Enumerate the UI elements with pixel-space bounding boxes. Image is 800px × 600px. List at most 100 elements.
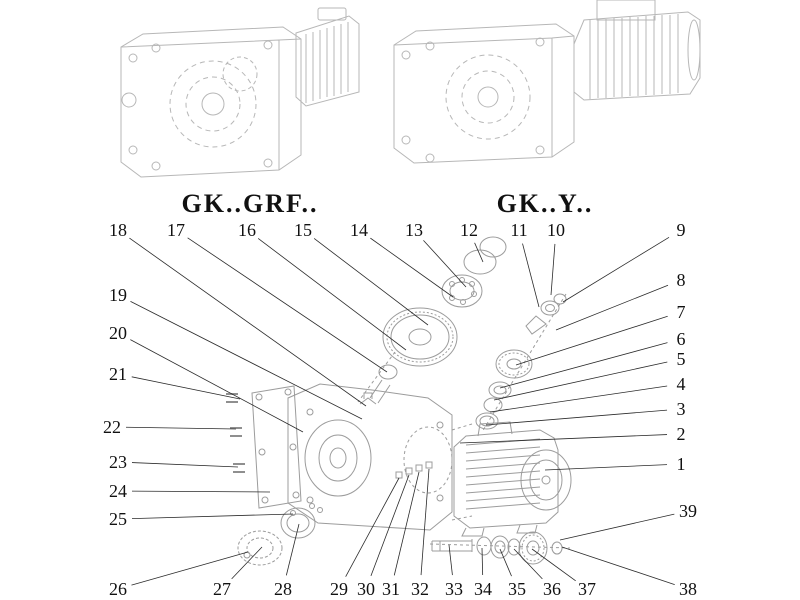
callout-7: 7 [677,302,686,322]
callout-17: 17 [167,220,185,240]
gear-housing [287,383,453,531]
callout-16: 16 [238,220,256,240]
leader-line-29 [345,477,400,577]
leader-line-28 [285,523,300,576]
exploded-view [226,236,572,566]
callout-1: 1 [677,454,686,474]
leader-line-31 [393,471,420,576]
motor-flange-fasteners [395,461,433,479]
leader-line-11 [522,243,540,308]
bearing-and-rings [441,236,507,308]
leader-line-35 [499,548,512,577]
leader-line-1 [544,464,668,471]
callout-13: 13 [405,220,423,240]
leader-line-24 [131,490,271,493]
callout-33: 33 [445,579,463,599]
leader-line-16 [257,238,407,351]
heading-gkgrf: GK..GRF.. [182,189,319,218]
callout-26: 26 [109,579,127,599]
callout-14: 14 [350,220,368,240]
callout-12: 12 [460,220,478,240]
leader-line-15 [313,238,429,326]
leader-line-18 [129,237,367,407]
vent-plug [359,392,377,405]
pinion-chain [475,293,567,430]
leader-line-34 [481,547,484,576]
leader-line-14 [370,237,454,298]
leader-line-38 [561,546,675,585]
callout-2: 2 [677,424,686,444]
callout-35: 35 [508,579,526,599]
leader-line-39 [559,513,675,541]
leader-line-19 [130,300,363,420]
callout-19: 19 [109,285,127,305]
leader-line-25 [131,513,294,519]
callout-29: 29 [330,579,348,599]
cover-rings [237,503,323,566]
motor-terminal-box [477,421,513,437]
callout-23: 23 [109,452,127,472]
leader-line-12 [474,242,484,263]
callout-9: 9 [677,220,686,240]
leader-line-3 [485,409,668,426]
leader-line-8 [555,284,669,331]
flange-bolts [226,393,245,473]
callout-20: 20 [109,323,127,343]
leader-line-26 [131,551,249,586]
callout-5: 5 [677,349,686,369]
callout-4: 4 [677,374,686,394]
terminal-box [596,0,656,21]
leader-line-32 [420,468,430,576]
gear-shaft-assembly [369,307,458,404]
leader-line-10 [550,243,556,296]
leader-line-23 [131,462,239,468]
motor-drawing [573,0,701,101]
callout-30: 30 [357,579,375,599]
callout-15: 15 [294,220,312,240]
callout-38: 38 [679,579,697,599]
input-adapter-fins [295,15,360,107]
leader-line-7 [515,315,668,366]
motor-part [453,421,572,537]
callout-8: 8 [677,270,686,290]
callout-37: 37 [578,579,596,599]
callout-39: 39 [679,501,697,521]
callout-28: 28 [274,579,292,599]
callout-36: 36 [543,579,561,599]
leader-line-4 [489,385,668,413]
leader-line-33 [448,544,453,576]
leader-line-30 [370,474,410,577]
callout-18: 18 [109,220,127,240]
callout-22: 22 [103,417,121,437]
callout-34: 34 [474,579,492,599]
leader-line-2 [459,434,668,444]
leader-line-36 [513,548,543,580]
leader-line-20 [130,339,304,433]
callout-21: 21 [109,364,127,384]
leader-line-6 [499,342,668,389]
leader-line-21 [131,376,241,400]
callout-6: 6 [677,329,686,349]
callout-layer: 1234567891011121314151617181920212223242… [103,220,697,599]
leader-line-5 [493,361,668,401]
leader-line-22 [125,426,237,430]
callout-25: 25 [109,509,127,529]
product-drawing-gky [393,0,701,164]
callout-31: 31 [382,579,400,599]
product-drawing-gkgrf [120,7,360,178]
leader-line-37 [531,548,576,582]
output-shaft-assembly [431,531,563,565]
leader-line-17 [187,237,388,373]
callout-11: 11 [510,220,527,240]
callout-27: 27 [213,579,231,599]
leader-line-27 [231,546,263,580]
flange-plate [251,385,302,509]
leader-line-9 [562,236,670,303]
callout-3: 3 [677,399,686,419]
callout-32: 32 [411,579,429,599]
callout-10: 10 [547,220,565,240]
callout-24: 24 [109,481,127,501]
heading-gky: GK..Y.. [497,189,594,218]
